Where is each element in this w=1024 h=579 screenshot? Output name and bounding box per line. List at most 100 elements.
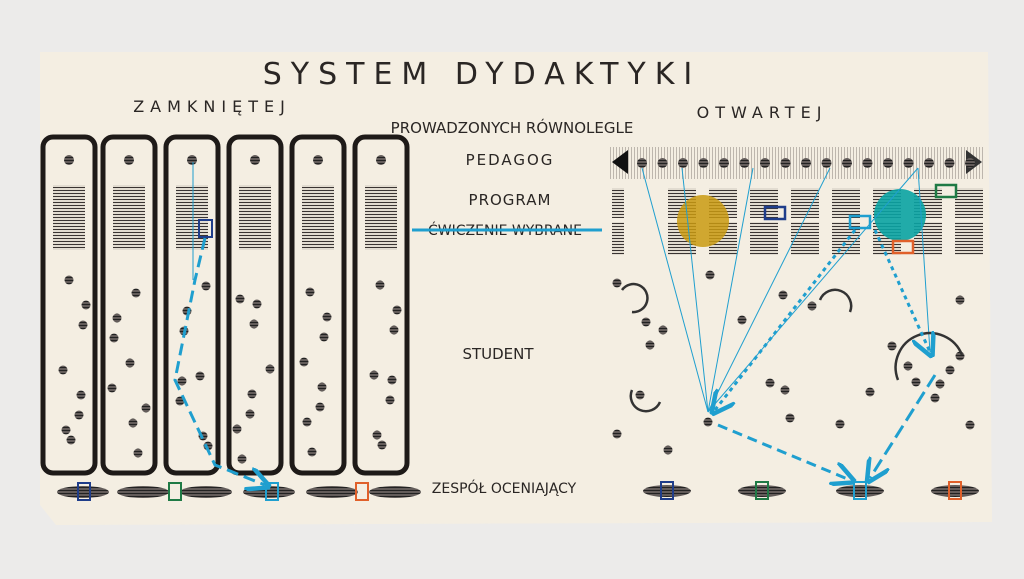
evaluator-square xyxy=(948,481,962,500)
flow-line xyxy=(641,167,709,413)
student-dot xyxy=(389,325,399,335)
program-block xyxy=(239,185,271,250)
evaluation-bar xyxy=(180,486,232,498)
student-dot xyxy=(64,275,74,285)
student-dot xyxy=(612,429,622,439)
group-arc xyxy=(629,389,662,413)
teacher-dot xyxy=(801,158,811,168)
selected-exercise-square xyxy=(198,219,213,238)
teacher-dot xyxy=(313,155,323,165)
teacher-dot xyxy=(64,155,74,165)
right-heading: OTWARTEJ xyxy=(697,103,828,122)
student-dot xyxy=(765,378,775,388)
teacher-dot xyxy=(965,158,975,168)
evaluator-square xyxy=(77,482,91,501)
student-dot xyxy=(369,370,379,380)
student-dot xyxy=(195,371,205,381)
evaluation-bar xyxy=(117,486,169,498)
closed-column xyxy=(40,134,98,476)
student-dot xyxy=(392,305,402,315)
evaluation-bar xyxy=(306,486,358,498)
program-block xyxy=(955,188,983,218)
student-dot xyxy=(177,376,187,386)
flow-line xyxy=(681,167,709,413)
student-dot xyxy=(645,340,655,350)
program-square xyxy=(934,183,958,199)
evaluation-label: ZESPÓŁ OCENIAJĄCY xyxy=(432,479,577,497)
program-block xyxy=(176,185,208,250)
student-dot xyxy=(305,287,315,297)
student-dot xyxy=(249,319,259,329)
teacher-dot xyxy=(124,155,134,165)
student-dot xyxy=(265,364,275,374)
yellow-circle xyxy=(677,195,729,247)
evaluation-bar xyxy=(243,486,295,498)
closed-system-columns xyxy=(40,134,421,501)
student-dot xyxy=(61,425,71,435)
program-square xyxy=(848,214,872,230)
left-heading: ZAMKNIĘTEJ xyxy=(133,97,291,116)
closed-column xyxy=(352,134,410,476)
student-dot xyxy=(322,312,332,322)
teacher-dot xyxy=(760,158,770,168)
teacher-dot xyxy=(780,158,791,168)
flow-dashed-path xyxy=(717,423,850,480)
student-dot xyxy=(807,301,817,311)
student-dot xyxy=(131,288,141,298)
teacher-dot xyxy=(883,158,893,168)
program-block xyxy=(791,222,819,255)
program-block xyxy=(955,222,983,255)
flow-dashed-path xyxy=(870,374,937,478)
flow-line xyxy=(917,167,931,353)
student-dot xyxy=(78,320,88,330)
student-dot xyxy=(887,341,897,351)
student-dot xyxy=(245,409,255,419)
program-block xyxy=(791,188,819,218)
evaluation-bar xyxy=(57,486,109,498)
student-dot xyxy=(235,294,245,304)
student-dot xyxy=(705,270,715,280)
student-dot xyxy=(307,447,317,457)
student-dot xyxy=(911,377,921,387)
student-label: STUDENT xyxy=(462,345,534,363)
teacher-dot xyxy=(187,155,197,165)
student-dot xyxy=(76,390,86,400)
student-dot xyxy=(737,315,747,325)
student-dot xyxy=(935,379,945,389)
student-dot xyxy=(641,317,651,327)
student-dot xyxy=(58,365,68,375)
student-dot xyxy=(74,410,84,420)
evaluator-square xyxy=(853,481,867,500)
student-dot xyxy=(835,419,845,429)
arrow-left-icon xyxy=(612,150,628,174)
closed-column xyxy=(163,134,221,476)
teacher-dot xyxy=(657,158,668,168)
student-dot xyxy=(372,430,382,440)
evaluator-square xyxy=(168,482,182,501)
student-dot xyxy=(387,375,397,385)
student-dot xyxy=(785,413,795,423)
student-dot xyxy=(232,424,242,434)
student-dot xyxy=(658,325,668,335)
student-dot xyxy=(201,281,211,291)
evaluation-bar xyxy=(738,485,786,497)
teacher-dot xyxy=(719,158,729,168)
group-arc xyxy=(620,282,649,314)
student-dot xyxy=(612,278,622,288)
student-dot xyxy=(112,313,122,323)
teacher-dot xyxy=(739,158,750,168)
student-dot xyxy=(81,300,91,310)
student-dot xyxy=(703,417,713,427)
student-dot xyxy=(778,290,788,300)
student-dot xyxy=(128,418,138,428)
student-dot xyxy=(375,280,385,290)
evaluator-square xyxy=(660,481,674,500)
program-label: PROGRAM xyxy=(469,191,552,209)
evaluator-square xyxy=(355,482,369,501)
program-block xyxy=(612,188,624,218)
evaluator-square xyxy=(755,481,769,500)
student-dot xyxy=(903,361,913,371)
teacher-dot xyxy=(821,158,832,168)
program-block xyxy=(113,185,145,250)
